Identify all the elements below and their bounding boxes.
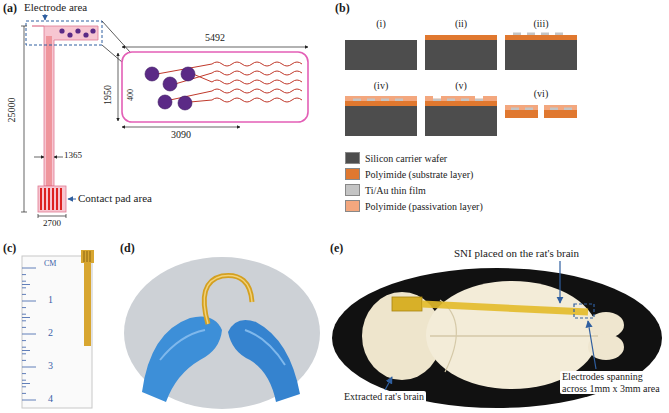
step-label: (v): [455, 80, 467, 92]
panel-label: (a): [3, 2, 17, 16]
callout-label: Electrode area: [24, 1, 87, 14]
legend-text: Polyimide (substrate layer): [365, 169, 473, 180]
process-steps: [345, 33, 577, 137]
legend-text: Polyimide (passivation layer): [365, 201, 483, 212]
dimension-label: 400: [126, 89, 135, 101]
legend-entry: Silicon carrier wafer: [345, 150, 483, 166]
panel-label: (b): [335, 2, 350, 16]
step-label: (iii): [534, 18, 549, 30]
legend-entry: Polyimide (passivation layer): [345, 198, 483, 214]
legend-swatch: [345, 200, 360, 212]
ruler-number: 4: [48, 393, 53, 405]
ruler-photo: [22, 250, 94, 408]
callout-label: Extracted rat's brain: [342, 391, 426, 403]
dimension-label: 3090: [171, 129, 191, 141]
legend-swatch: [345, 168, 360, 180]
dimension-label: 1950: [102, 85, 114, 105]
step-label: (vi): [534, 88, 548, 100]
panel-label: (e): [330, 242, 343, 256]
legend-entry: Polyimide (substrate layer): [345, 166, 483, 182]
panel-label: (d): [120, 242, 135, 256]
probe-layout: [21, 14, 308, 218]
callout-label: Electrodes spanning across 1mm x 3mm are…: [560, 371, 664, 394]
legend-entry: Ti/Au thin film: [345, 182, 483, 198]
ruler-unit: CM: [44, 259, 56, 268]
callout-label: Contact pad area: [78, 192, 152, 205]
step-label: (ii): [455, 18, 467, 30]
ruler-number: 3: [48, 360, 53, 372]
ruler-number: 2: [48, 327, 53, 339]
ruler-number: 1: [48, 294, 53, 306]
step-label: (iv): [374, 80, 388, 92]
callout-label: SNI placed on the rat's brain: [452, 247, 581, 260]
dimension-label: 5492: [205, 32, 225, 44]
dimension-label: 2700: [43, 218, 61, 228]
legend-swatch: [345, 152, 360, 164]
legend-text: Ti/Au thin film: [365, 185, 426, 196]
step-label: (i): [376, 18, 385, 30]
legend-swatch: [345, 184, 360, 196]
flexible-probe-photo: [124, 257, 320, 409]
dimension-label: 1365: [64, 150, 82, 160]
legend: Silicon carrier waferPolyimide (substrat…: [345, 150, 483, 214]
legend-text: Silicon carrier wafer: [365, 153, 447, 164]
panel-label: (c): [3, 242, 16, 256]
dimension-label: 25000: [6, 98, 18, 123]
